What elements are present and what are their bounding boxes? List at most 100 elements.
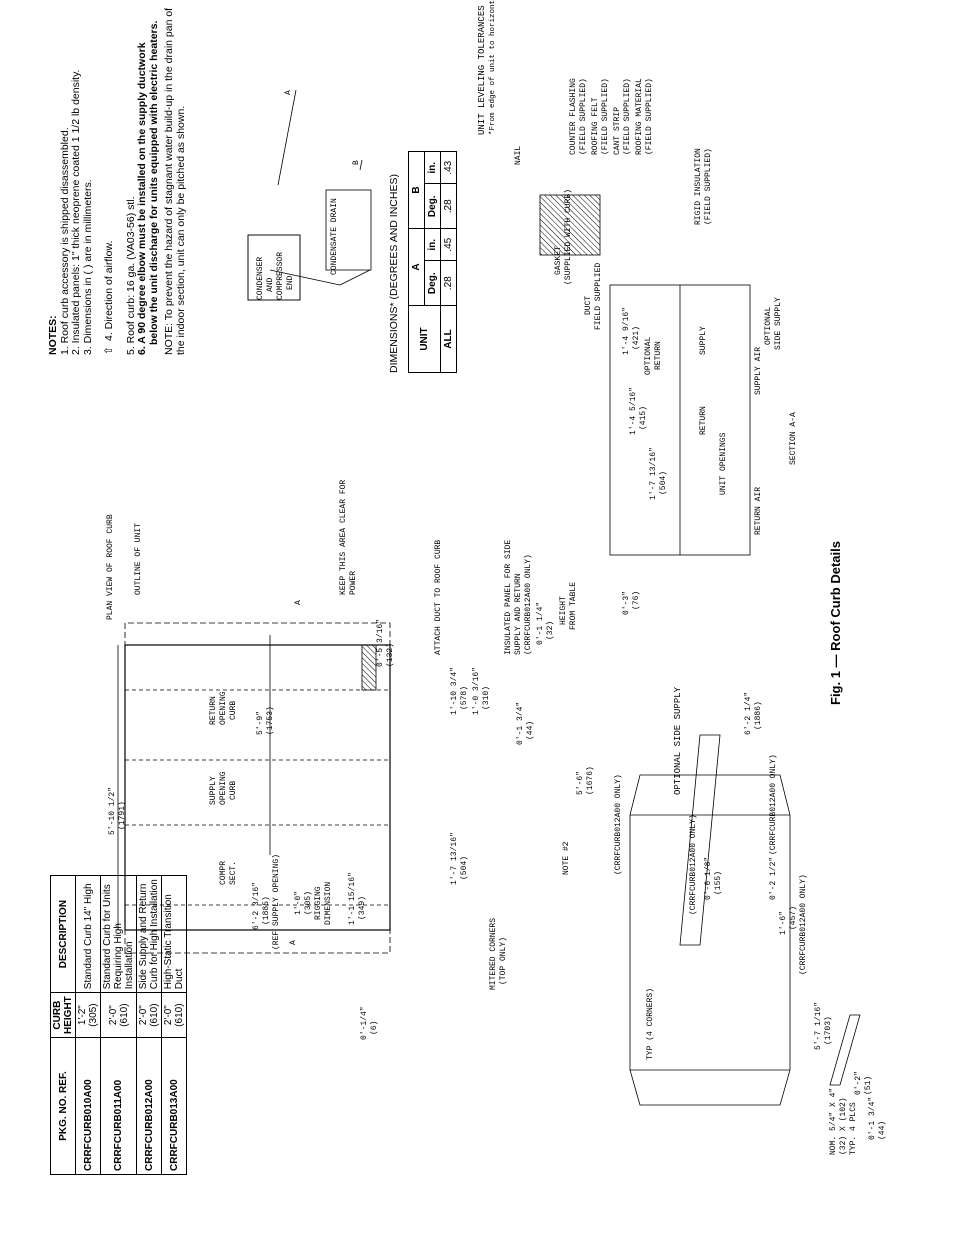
rigid-label: RIGID INSULATION (694, 148, 703, 225)
d1-4-5-label: 1'-4 5/16" (629, 387, 638, 435)
iso-label: (44) (526, 721, 535, 740)
typ-corners-label: TYP (4 CORNERS) (646, 988, 655, 1060)
roofing-label-2: (FIELD SUPPLIED) (645, 78, 654, 155)
unit-box-lower (325, 189, 372, 271)
dim-label: 0'-5 3/16" (376, 619, 385, 667)
leader-line (269, 269, 341, 286)
iso-note: (CRRFCURB012A00 ONLY) (689, 814, 698, 915)
iso-label: (51) (864, 1076, 873, 1095)
d1-7-label: 1'-7 13/16" (649, 447, 658, 500)
dim-label-mm: (1791) (118, 801, 127, 830)
dim-label: 1'-10 3/4" (450, 667, 459, 715)
iso-label: 0'-1 3/4" (516, 702, 525, 745)
nail-label: NAIL (514, 146, 523, 165)
iso-note: (CRRFCURB012A00 ONLY) (769, 754, 778, 855)
leveling-subtitle: *From edge of unit to horizontal. (489, 0, 497, 135)
felt-label: ROOFING FELT (591, 97, 600, 155)
iso-label: (1676) (586, 766, 595, 795)
optional-side-supply-label: OPTIONAL SIDE SUPPLY (673, 686, 683, 795)
gasket-label-2: (SUPPLIED WITH CURB) (564, 189, 573, 285)
duct-label: DUCT (584, 296, 593, 315)
compressor-label: COMPRESSOR (276, 252, 285, 300)
iso-label: 5'-7 1/16" (814, 1002, 823, 1050)
unit-box (247, 234, 301, 301)
attach-duct-label: ATTACH DUCT TO ROOF CURB (434, 540, 443, 655)
nom-label: (32) X (102) (839, 1097, 848, 1155)
optional-side-panel (679, 734, 721, 946)
dim-label-mm: (1753) (266, 706, 275, 735)
section-aa-label: SECTION A-A (789, 412, 798, 465)
compr-label: COMPR (219, 861, 228, 885)
dim-label-mm: (6) (370, 1021, 379, 1035)
a-marker: A (294, 600, 303, 605)
outline-label: OUTLINE OF UNIT (134, 523, 143, 595)
section-view: UNIT OPENINGS 1'-7 13/16" (504) RETURN S… (514, 78, 798, 556)
dim-label-mm: (305) (304, 891, 313, 915)
dim-label-mm: (132) (386, 643, 395, 667)
insulated-label: INSULATED PANEL FOR SIDE (504, 540, 513, 655)
dim-label: 6'-2 3/16" (252, 882, 261, 930)
supply-label: SUPPLY (209, 776, 218, 805)
and-label: AND (266, 277, 275, 292)
curb-label: CURB (229, 701, 238, 720)
insulated-label: SUPPLY AND RETURN (514, 573, 523, 655)
iso-note: (CRRFCURB012A00 ONLY) (614, 774, 623, 875)
leader-line (339, 269, 371, 286)
dim-label: 1'-7 13/16" (450, 832, 459, 885)
roofing-label: ROOFING MATERIAL (635, 78, 644, 155)
iso-label: 5'-6" (576, 771, 585, 795)
iso-label: 0'-2 1/2" (769, 857, 778, 900)
keep-clear-label: KEEP THIS AREA CLEAR FOR (339, 480, 348, 595)
transition-duct (829, 1014, 861, 1086)
iso-label: (44) (878, 1121, 887, 1140)
end-label: END (286, 275, 295, 290)
curb-label: CURB (229, 781, 238, 800)
iso-label: 0'-1 3/4" (868, 1097, 877, 1140)
opening-label: OPENING (219, 691, 228, 725)
iso-label: (457) (789, 906, 798, 930)
iso-label: 0'-6 1/8" (704, 857, 713, 900)
cant-label-2: (FIELD SUPPLIED) (623, 78, 632, 155)
sect-label: SECT. (229, 861, 238, 885)
b-marker: B (352, 160, 361, 165)
nom-label: TYP. 4 PLCS (849, 1102, 858, 1155)
dim-note: (REF SUPPLY OPENING) (272, 854, 281, 950)
iso-label: (1886) (754, 701, 763, 730)
leveling-diagram: CONDENSER AND COMPRESSOR END CONDENSATE … (247, 0, 497, 301)
d1-4-9-mm: (421) (632, 326, 641, 350)
felt-label-2: (FIELD SUPPLIED) (601, 78, 610, 155)
dim-label: 5'-10 1/2" (108, 787, 117, 835)
iso-label: 0'-3" (622, 591, 631, 615)
supply-label: SUPPLY (699, 326, 708, 355)
duct-label-2: FIELD SUPPLIED (594, 263, 603, 330)
counter-label: COUNTER FLASHING (569, 78, 578, 155)
dim-label: 5'-9" (256, 711, 265, 735)
plan-view-label: PLAN VIEW OF ROOF CURB (106, 514, 115, 620)
dim-label: 0'-1/4" (360, 1006, 369, 1040)
iso-label: 0'-2" (854, 1071, 863, 1095)
iso-label: (32) (546, 621, 555, 640)
d1-4-9-label: 1'-4 9/16" (622, 307, 631, 355)
iso-note: (CRRFCURB012A00 ONLY) (799, 874, 808, 975)
optional-side-label-2: SIDE SUPPLY (774, 297, 783, 350)
dim-label-mm: (578) (460, 686, 469, 710)
iso-label: (1703) (824, 1016, 833, 1045)
return-label: RETURN (209, 696, 218, 725)
cant-label: CANT STRIP (613, 107, 622, 155)
optional-return-label-2: RETURN (654, 341, 663, 370)
gasket-label: GASKET (554, 246, 563, 275)
iso-label: (76) (632, 591, 641, 610)
rigging-label-2: DIMENSION (324, 882, 333, 925)
flashing-detail (539, 194, 601, 256)
nom-label: NOM. 5/4" X 4" (829, 1088, 838, 1155)
dim-label: 1'-0 3/16" (472, 667, 481, 715)
iso-label: (155) (714, 871, 723, 895)
slope-line-b (359, 159, 363, 171)
a-marker: A (284, 90, 293, 95)
top-only-label: (TOP ONLY) (499, 937, 508, 985)
dim-label-mm: (349) (358, 896, 367, 920)
return-label: RETURN (699, 406, 708, 435)
counter-label-2: (FIELD SUPPLIED) (579, 78, 588, 155)
unit-openings-label: UNIT OPENINGS (719, 432, 728, 495)
